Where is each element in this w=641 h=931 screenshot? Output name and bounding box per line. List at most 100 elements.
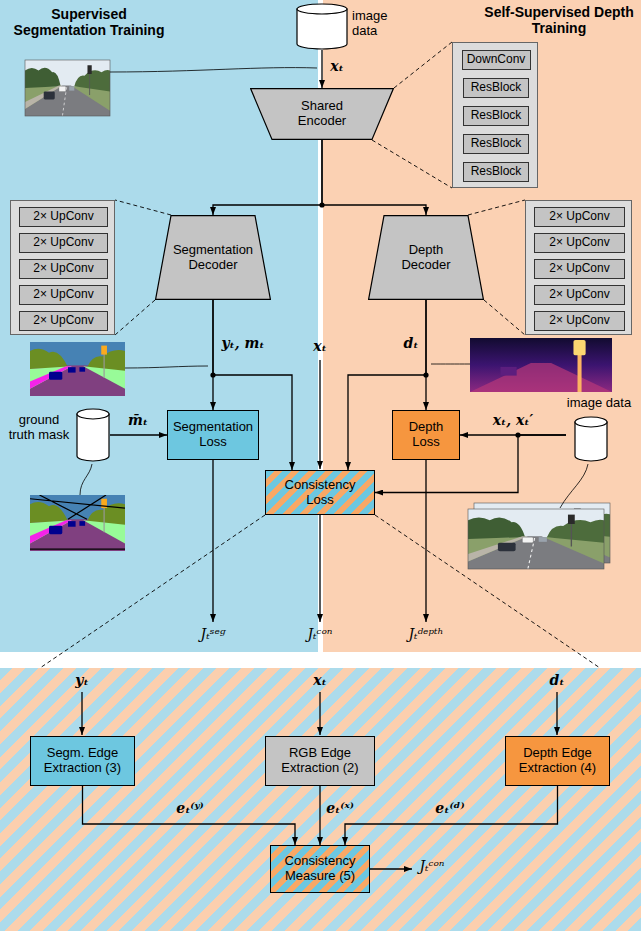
node-text: Segmentation Decoder: [168, 243, 258, 273]
signal-label: Jₜˢᵉᵍ: [201, 626, 226, 643]
connector: [322, 140, 426, 215]
panel-heading: Self-Supervised Depth Training: [483, 4, 635, 36]
junction-dots: [210, 202, 520, 437]
text-holder: Supervised Segmentation Training: [4, 6, 174, 38]
node-text: Segmentation Loss: [172, 420, 254, 450]
edge-extraction-box: RGB Edge Extraction (2): [265, 736, 375, 786]
node-text: Consistency Measure (5): [275, 854, 365, 884]
layer-stack: DownConvResBlockResBlockResBlockResBlock: [452, 42, 538, 188]
signal-label: xₜ: [313, 338, 327, 355]
node-text: ResBlock: [471, 165, 522, 179]
layer-box: 2× UpConv: [534, 285, 625, 305]
layer-box: DownConv: [462, 50, 531, 70]
layer-box: ResBlock: [463, 78, 529, 98]
layer-box: 2× UpConv: [19, 233, 108, 253]
node-text: DownConv: [467, 53, 526, 67]
node-text: Depth Loss: [397, 420, 455, 450]
encoder-block: Shared Encoder: [250, 88, 394, 140]
decoder-block: Depth Decoder: [368, 215, 484, 300]
node-text: 2× UpConv: [33, 288, 93, 302]
node-text: Segm. Edge Extraction (3): [35, 746, 130, 776]
edge-label: dₜ: [404, 335, 419, 352]
node-text: Shared Encoder: [282, 99, 362, 129]
layer-box: 2× UpConv: [19, 285, 108, 305]
signal-label: xₜ: [313, 672, 327, 689]
edge-label: eₜ⁽ʸ⁾: [176, 800, 204, 817]
connector: [321, 50, 322, 88]
text-holder: Self-Supervised Depth Training: [483, 4, 635, 36]
measure-box: Consistency Measure (5): [270, 845, 370, 893]
layer-box: ResBlock: [463, 106, 529, 126]
layer-box: ResBlock: [463, 162, 529, 182]
node-text: image data: [566, 396, 632, 411]
node-text: ground truth mask: [6, 413, 72, 443]
node-text: ResBlock: [471, 137, 522, 151]
road-photo: [468, 509, 604, 569]
node-text: Depth Decoder: [386, 243, 466, 273]
cylinder-outline: [296, 3, 348, 50]
node-text: 2× UpConv: [549, 314, 609, 328]
trapezoid-shape: [369, 216, 484, 300]
layer-box: 2× UpConv: [534, 259, 625, 279]
signal-label: Jₜᶜᵒⁿ: [307, 626, 332, 643]
signal-label: Jₜᵈᵉᵖᵗʰ: [408, 626, 443, 643]
connector: [375, 435, 566, 493]
zoom-lines: [40, 42, 600, 668]
edge-label: m̄ₜ: [128, 412, 148, 429]
edge-label: eₜ⁽ᵈ⁾: [435, 800, 464, 817]
connector: [345, 786, 558, 845]
layer-stack: 2× UpConv 2× UpConv 2× UpConv 2× UpConv 2× U…: [525, 200, 632, 335]
layer-box: 2× UpConv: [534, 207, 625, 227]
layer-stack: 2× UpConv 2× UpConv 2× UpConv 2× UpConv 2× U…: [10, 200, 115, 335]
node-text: 2× UpConv: [33, 262, 93, 276]
depth-image: [470, 338, 612, 392]
data-cylinder: image data: [296, 3, 404, 50]
edge-label: xₜ, xₜ′: [493, 412, 534, 429]
layer-box: 2× UpConv: [19, 311, 108, 331]
text-holder: image data: [566, 396, 632, 411]
layer-box: 2× UpConv: [19, 259, 108, 279]
road-photo: [25, 60, 110, 116]
edge-extraction-box: Segm. Edge Extraction (3): [30, 736, 135, 786]
connector: [110, 434, 167, 435]
signal-arrows: [82, 360, 557, 869]
connector: [83, 786, 296, 845]
layer-box: 2× UpConv: [534, 233, 625, 253]
trapezoid-shape: [156, 216, 271, 300]
photo-frame: [468, 509, 604, 569]
leader-lines: [80, 68, 588, 508]
signal-label: dₜ: [550, 672, 565, 689]
cylinder-top: [575, 417, 607, 427]
node-text: Depth Edge Extraction (4): [510, 746, 605, 776]
cylinder-body: [575, 422, 607, 461]
node-text: ResBlock: [471, 81, 522, 95]
text-holder: image data: [352, 9, 402, 39]
node-text: ResBlock: [471, 109, 522, 123]
node-text: image data: [352, 9, 402, 39]
layer-box: 2× UpConv: [19, 207, 108, 227]
node-text: 2× UpConv: [33, 314, 93, 328]
node-text: 2× UpConv: [549, 262, 609, 276]
connector: [213, 300, 292, 470]
photo-frame: [25, 60, 110, 116]
cylinder-outline: [574, 416, 608, 462]
loss-box: Segmentation Loss: [167, 410, 259, 460]
data-cylinder: image data: [566, 396, 632, 462]
connector: [319, 786, 320, 845]
trapezoid-shape: [251, 89, 394, 140]
ground-truth-image: [30, 495, 125, 551]
cylinder-top: [297, 4, 347, 14]
edge-label: yₜ, mₜ: [221, 335, 264, 352]
loss-box: Consistency Loss: [265, 470, 375, 515]
node-text: 2× UpConv: [549, 288, 609, 302]
text-holder: ground truth mask: [6, 413, 72, 443]
edge-label: xₜ: [330, 58, 344, 75]
edge-label: eₜ⁽ˣ⁾: [326, 800, 354, 817]
node-text: 2× UpConv: [33, 236, 93, 250]
edge-extraction-box: Depth Edge Extraction (4): [505, 736, 610, 786]
layer-box: ResBlock: [463, 134, 529, 154]
node-text: Consistency Loss: [270, 478, 370, 508]
connector: [348, 300, 426, 470]
node-text: RGB Edge Extraction (2): [270, 746, 370, 776]
cylinder-body: [77, 414, 109, 461]
